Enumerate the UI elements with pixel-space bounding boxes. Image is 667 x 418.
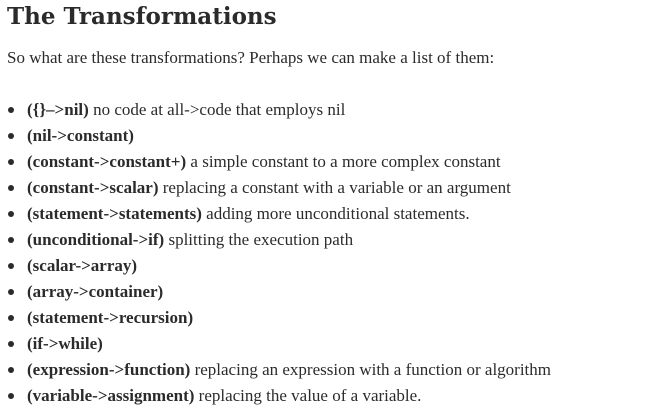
transformation-term: (nil->constant) bbox=[27, 126, 134, 145]
list-item: (nil->constant) bbox=[7, 123, 665, 149]
transformation-term: (variable->assignment) bbox=[27, 386, 195, 405]
transformation-term: (if->while) bbox=[27, 334, 103, 353]
bullet-icon bbox=[8, 159, 14, 165]
transformation-description: splitting the execution path bbox=[164, 230, 354, 249]
transformation-term: ({}–>nil) bbox=[27, 100, 89, 119]
transformation-description: replacing the value of a variable. bbox=[194, 386, 422, 405]
bullet-icon bbox=[8, 315, 14, 321]
transformation-term: (expression->function) bbox=[27, 360, 191, 379]
transformation-term: (unconditional->if) bbox=[27, 230, 165, 249]
list-item: (statement->recursion) bbox=[7, 305, 665, 331]
list-item: (scalar->array) bbox=[7, 253, 665, 279]
list-item: (if->while) bbox=[7, 331, 665, 357]
list-item: (constant->scalar) replacing a constant … bbox=[7, 175, 665, 201]
bullet-icon bbox=[8, 185, 14, 191]
transformation-description: replacing a constant with a variable or … bbox=[158, 178, 511, 197]
transformation-list: ({}–>nil) no code at all->code that empl… bbox=[7, 97, 665, 409]
bullet-icon bbox=[8, 341, 14, 347]
bullet-icon bbox=[8, 237, 14, 243]
transformation-term: (statement->statements) bbox=[27, 204, 202, 223]
transformation-description: adding more unconditional statements. bbox=[201, 204, 470, 223]
transformation-description: replacing an expression with a function … bbox=[190, 360, 552, 379]
list-item: (unconditional->if) splitting the execut… bbox=[7, 227, 665, 253]
bullet-icon bbox=[8, 211, 14, 217]
bullet-icon bbox=[8, 107, 14, 113]
list-item: (variable->assignment) replacing the val… bbox=[7, 383, 665, 409]
bullet-icon bbox=[8, 393, 14, 399]
list-item: (statement->statements) adding more unco… bbox=[7, 201, 665, 227]
transformation-description: a simple constant to a more complex cons… bbox=[186, 152, 501, 171]
transformation-term: (constant->constant+) bbox=[27, 152, 187, 171]
list-item: (expression->function) replacing an expr… bbox=[7, 357, 665, 383]
bullet-icon bbox=[8, 367, 14, 373]
list-item: (constant->constant+) a simple constant … bbox=[7, 149, 665, 175]
transformation-term: (statement->recursion) bbox=[27, 308, 194, 327]
transformation-description: no code at all->code that employs nil bbox=[88, 100, 346, 119]
bullet-icon bbox=[8, 263, 14, 269]
bullet-icon bbox=[8, 133, 14, 139]
section-heading: The Transformations bbox=[7, 3, 277, 30]
transformation-term: (constant->scalar) bbox=[27, 178, 159, 197]
bullet-icon bbox=[8, 289, 14, 295]
transformation-term: (scalar->array) bbox=[27, 256, 138, 275]
list-item: ({}–>nil) no code at all->code that empl… bbox=[7, 97, 665, 123]
list-item: (array->container) bbox=[7, 279, 665, 305]
transformation-term: (array->container) bbox=[27, 282, 164, 301]
intro-paragraph: So what are these transformations? Perha… bbox=[7, 48, 495, 67]
article-body: The Transformations So what are these tr… bbox=[7, 0, 665, 409]
